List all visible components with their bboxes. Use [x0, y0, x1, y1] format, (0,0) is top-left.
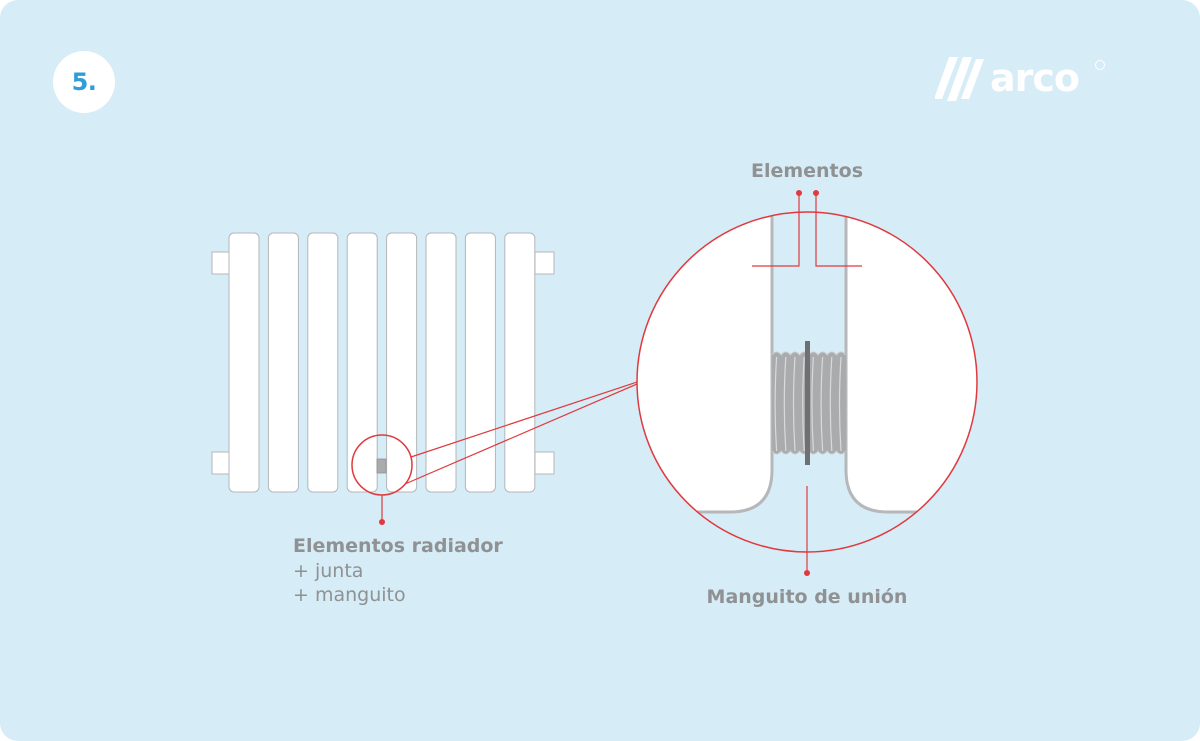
elementos-callout-right — [815, 193, 862, 267]
manguito-label: Manguito de unión — [707, 586, 908, 608]
radiator-element-column — [464, 232, 496, 493]
zoom-connector-bottom — [404, 383, 638, 485]
zoom-connector-top — [410, 381, 638, 458]
radiator-elements — [228, 232, 536, 493]
zoom-detail — [636, 211, 978, 553]
brand-name: arco — [990, 56, 1080, 100]
manguito-callout-dot — [804, 570, 810, 576]
elementos-callout-left — [752, 193, 800, 267]
zoom-element-left — [637, 212, 774, 514]
zoom-gasket — [805, 341, 810, 465]
zoom-element-right — [844, 212, 977, 514]
step-number: 5. — [71, 68, 97, 96]
radiator-element-column — [267, 232, 299, 493]
radiator-element-column — [425, 232, 457, 493]
elementos-callout-dot-right — [813, 190, 819, 196]
radiator-bottom-connector-left — [211, 451, 232, 475]
registered-mark-icon — [1095, 60, 1105, 70]
zoom-sleeve — [771, 341, 846, 465]
radiator-element-column — [504, 232, 536, 493]
radiator-top-connector-left — [211, 251, 232, 275]
radiator-small-sleeve — [376, 458, 387, 474]
arco-stripes-icon — [935, 57, 984, 101]
radiator-bottom-connector-right — [534, 451, 555, 475]
elementos-label: Elementos — [751, 160, 863, 182]
radiator-label-junta: + junta — [293, 560, 363, 582]
radiator-element-column — [307, 232, 339, 493]
brand-logo: arco — [935, 55, 1110, 105]
radiator-label-manguito: + manguito — [293, 584, 406, 606]
radiator — [211, 232, 555, 493]
step-number-badge: 5. — [53, 51, 115, 113]
radiator-callout-dot — [379, 519, 385, 525]
elementos-callout-dot-left — [796, 190, 802, 196]
radiator-top-connector-right — [534, 251, 555, 275]
radiator-element-column — [346, 232, 378, 493]
radiator-label-title: Elementos radiador — [293, 535, 503, 557]
radiator-element-column — [386, 232, 418, 493]
radiator-element-column — [228, 232, 260, 493]
